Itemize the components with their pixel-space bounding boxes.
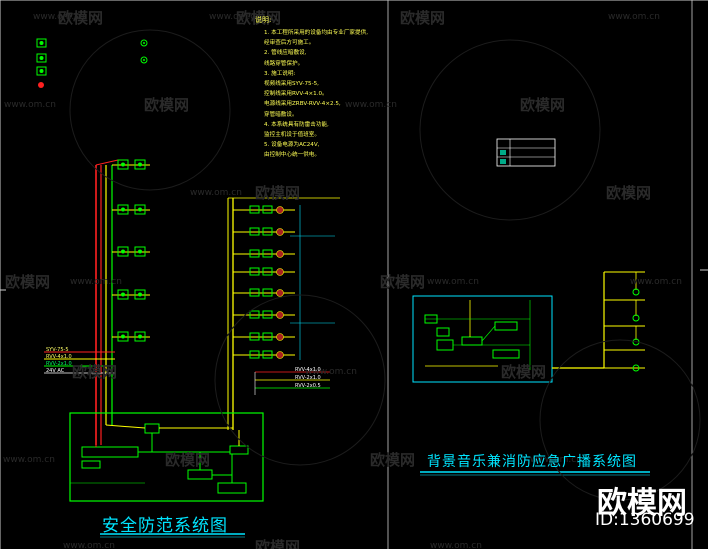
brand-id: ID:1360699 <box>595 510 695 530</box>
watermark-url: www.om.cn <box>630 277 682 287</box>
note-line: 控制线采用RVV-4×1.0。 <box>264 91 328 98</box>
cable-label: RVV-2x1.0 <box>46 361 72 367</box>
watermark-url: www.om.cn <box>3 455 55 465</box>
watermark-url: www.om.cn <box>345 100 397 110</box>
control-room <box>69 412 264 502</box>
cable-label: RVV-2x0.5 <box>295 383 321 389</box>
watermark: 欧模网 <box>144 96 190 114</box>
watermark: 欧模网 <box>520 96 566 114</box>
watermark-url: www.om.cn <box>209 12 261 22</box>
cable-label: RVV-4x1.0 <box>46 354 72 360</box>
watermark-url: www.om.cn <box>305 367 357 377</box>
notes-heading: 说明: <box>255 16 272 24</box>
cable-legend <box>44 351 330 395</box>
pa-system-title: 背景音乐兼消防应急广播系统图 <box>427 454 637 470</box>
watermark: 欧模网 <box>370 451 416 469</box>
watermark: 欧模网 <box>380 273 426 291</box>
watermark: 欧模网 <box>255 538 301 549</box>
speaker-branch <box>603 271 645 372</box>
note-line: 经审查后方可施工。 <box>264 40 315 47</box>
note-line: 穿管暗敷设。 <box>264 111 298 118</box>
note-line: 视频线采用SYV-75-5, <box>264 81 319 87</box>
legend-icons <box>36 38 148 88</box>
watermark: 欧模网 <box>58 9 104 27</box>
pa-system <box>412 295 604 383</box>
watermark: 欧模网 <box>606 184 652 202</box>
note-line: 线路穿管保护。 <box>264 60 304 67</box>
note-line: 电源线采用ZRBV-RVV-4×2.5, <box>264 101 341 108</box>
note-line: 3. 施工说明: <box>264 70 296 77</box>
watermark-url: www.om.cn <box>608 12 660 22</box>
watermark-url: www.om.cn <box>4 100 56 110</box>
watermark: 欧模网 <box>236 9 282 27</box>
note-line: 2. 管线应暗敷设, <box>264 50 307 57</box>
watermark: 欧模网 <box>255 184 301 202</box>
power-label: 24V AC <box>46 368 65 374</box>
watermark-url: www.om.cn <box>190 188 242 198</box>
watermark-url: www.om.cn <box>430 541 482 549</box>
watermark-url: www.om.cn <box>530 455 582 465</box>
note-line: 监控主机设于值班室。 <box>264 132 320 138</box>
camera-groups <box>112 159 150 342</box>
watermark: 欧模网 <box>165 451 211 469</box>
legend-table <box>496 138 556 167</box>
note-line: 由控制中心统一供电。 <box>264 152 320 159</box>
watermark-url: www.om.cn <box>427 277 479 287</box>
note-line: 5. 设备电源为AC24V, <box>264 142 320 149</box>
note-line: 4. 本系统具有防雷击功能, <box>264 121 329 128</box>
watermark-shapes <box>69 29 701 501</box>
watermark-url: www.om.cn <box>33 12 85 22</box>
watermark-url: www.om.cn <box>63 541 115 549</box>
watermark: 欧模网 <box>501 363 547 381</box>
note-line: 1. 本工程所采用的设备均由专业厂家提供, <box>264 30 368 36</box>
brand-logo-text: 欧模网 <box>597 486 687 521</box>
watermark: 欧模网 <box>72 363 118 381</box>
cable-label: RVV-2x1.0 <box>295 375 321 381</box>
watermark: 欧模网 <box>5 273 51 291</box>
detector-branches <box>228 197 340 360</box>
security-system-title: 安全防范系统图 <box>102 516 228 536</box>
watermark-url: www.om.cn <box>70 277 122 287</box>
watermark: 欧模网 <box>400 9 446 27</box>
cable-label: RVV-4x1.0 <box>295 367 321 373</box>
cable-label: SYV-75-5 <box>46 347 69 353</box>
security-trunks <box>95 159 234 445</box>
